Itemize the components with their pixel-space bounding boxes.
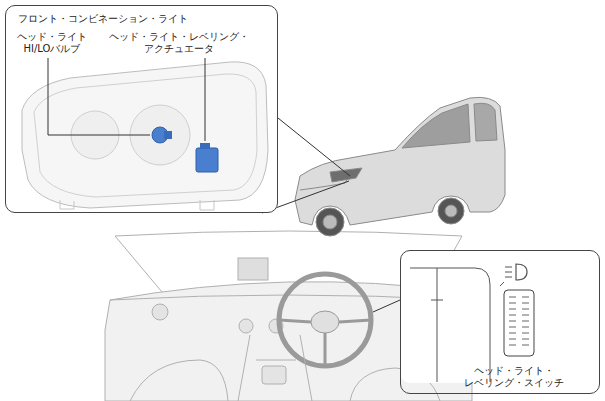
part-label: ヘッド・ライト HI/LOバルブ: [12, 31, 92, 55]
callout-box: フロント・コンビネーション・ライトヘッド・ライト HI/LOバルブヘッド・ライト…: [5, 5, 278, 213]
switch-illustration: [410, 264, 534, 382]
part-label: ヘッド・ライト・ レベリング・スイッチ: [458, 365, 570, 389]
part-label: ヘッド・ライト・レベリング・ アクチュエータ: [103, 31, 255, 55]
leader-line: [48, 58, 205, 141]
headlamp-illustration: [22, 62, 268, 210]
callout-title: フロント・コンビネーション・ライト: [18, 13, 273, 25]
callout-ground: [5, 5, 278, 213]
callout-ground: [400, 250, 600, 383]
callout-line: [373, 300, 400, 312]
car-illustration: [295, 97, 505, 236]
callout-box: ヘッド・ライト・ レベリング・スイッチ: [400, 250, 600, 394]
